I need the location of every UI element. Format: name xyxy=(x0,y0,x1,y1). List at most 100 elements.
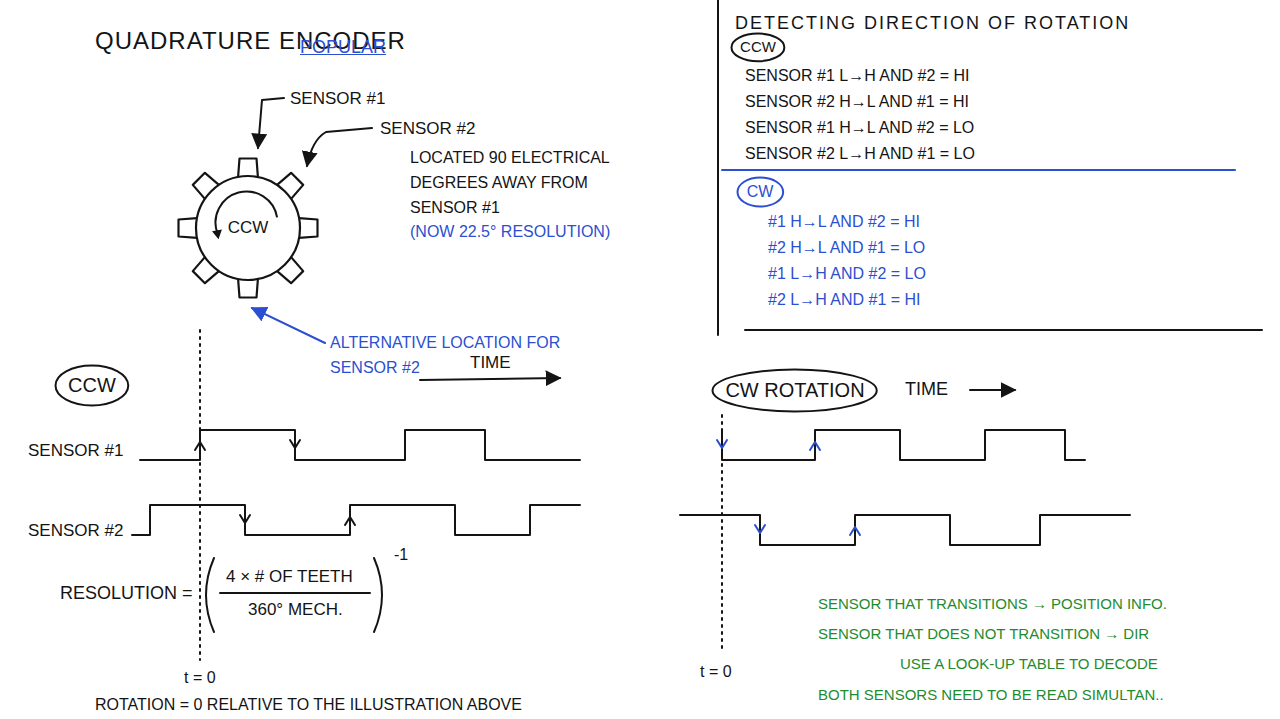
highlight-note: POPULAR xyxy=(300,36,386,59)
sensor-waveform xyxy=(140,430,580,460)
sensor-waveform xyxy=(132,505,580,535)
rule-text: #1 H→L AND #2 = HI xyxy=(768,212,920,232)
axis-label: TIME xyxy=(470,352,511,373)
text-holder: TIME xyxy=(905,378,948,401)
leader-line xyxy=(307,128,372,166)
node-text: CW xyxy=(747,182,774,202)
circle-outline xyxy=(732,33,785,61)
formula-text: RESOLUTION = xyxy=(60,582,193,605)
text-holder: #1 H→L AND #2 = HI xyxy=(768,212,920,232)
axis-label: TIME xyxy=(905,378,948,401)
gear-tooth xyxy=(299,218,318,238)
circled-label: CCW xyxy=(730,32,786,63)
sensor-label: SENSOR #1 xyxy=(290,88,385,109)
summary-note: BOTH SENSORS NEED TO BE READ SIMULTAN.. xyxy=(818,686,1164,705)
sensor-waveform xyxy=(680,515,1130,545)
sensor-label: SENSOR #2 xyxy=(380,118,475,139)
text-holder: #2 H→L AND #1 = LO xyxy=(768,238,925,258)
rule-text: SENSOR #2 H→L AND #1 = HI xyxy=(745,92,969,112)
rotation-arrowhead xyxy=(212,230,222,240)
text-holder: RESOLUTION = xyxy=(60,582,193,605)
text-holder: t = 0 xyxy=(700,662,732,682)
text-holder: t = 0 xyxy=(184,668,216,688)
text-holder: 360° MECH. xyxy=(248,599,343,620)
formula-text: 4 × # OF TEETH xyxy=(226,566,353,587)
leader-line xyxy=(258,98,284,148)
signal-label: SENSOR #2 xyxy=(28,520,123,541)
rule-text: SENSOR #1 L→H AND #2 = HI xyxy=(745,66,970,86)
leader-line xyxy=(252,308,325,343)
node-text: CCW xyxy=(740,38,776,57)
node-text: CW ROTATION xyxy=(725,378,864,403)
formula-bracket xyxy=(206,558,214,632)
section-heading: DETECTING DIRECTION OF ROTATION xyxy=(735,12,1130,35)
divider-line xyxy=(722,169,1235,171)
note-text: LOCATED 90 ELECTRICAL DEGREES AWAY FROM … xyxy=(410,145,650,220)
node-text: CCW xyxy=(228,217,269,238)
divider-line xyxy=(717,0,719,335)
text-holder: SENSOR #2 xyxy=(380,118,475,139)
text-holder: SENSOR #1 xyxy=(28,440,123,461)
summary-note: SENSOR THAT DOES NOT TRANSITION → DIR xyxy=(818,625,1149,644)
gear-tooth xyxy=(193,173,219,199)
rule-text: #2 L→H AND #1 = HI xyxy=(768,290,921,310)
time-zero-line xyxy=(199,330,201,660)
edge-mark xyxy=(717,440,727,448)
rule-text: SENSOR #2 L→H AND #1 = LO xyxy=(745,144,975,164)
gear-outline xyxy=(179,159,318,298)
gear-tooth xyxy=(277,257,303,283)
rule-text: #2 H→L AND #1 = LO xyxy=(768,238,925,258)
text-holder: SENSOR THAT DOES NOT TRANSITION → DIR xyxy=(818,625,1149,644)
edge-mark xyxy=(810,442,820,450)
text-holder: SENSOR #2 xyxy=(28,520,123,541)
circled-label: CW xyxy=(736,176,785,208)
gear-tooth xyxy=(277,173,303,199)
circled-label: CCW xyxy=(54,364,130,407)
summary-note: USE A LOOK-UP TABLE TO DECODE xyxy=(900,655,1158,674)
text-holder: (NOW 22.5° RESOLUTION) xyxy=(410,222,610,242)
note-text: (NOW 22.5° RESOLUTION) xyxy=(410,222,610,242)
gear-tooth xyxy=(238,159,258,178)
time-arrow xyxy=(970,389,1015,391)
text-holder: BOTH SENSORS NEED TO BE READ SIMULTAN.. xyxy=(818,686,1164,705)
text-holder: TIME xyxy=(470,352,511,373)
rule-text: #1 L→H AND #2 = LO xyxy=(768,264,926,284)
gear-body xyxy=(196,176,300,280)
edge-mark xyxy=(240,515,250,523)
time-marker: t = 0 xyxy=(700,662,732,682)
text-holder: SENSOR THAT TRANSITIONS → POSITION INFO. xyxy=(818,595,1167,614)
signal-label: SENSOR #1 xyxy=(28,440,123,461)
summary-note: SENSOR THAT TRANSITIONS → POSITION INFO. xyxy=(818,595,1167,614)
gear-tooth xyxy=(238,279,258,298)
text-holder: SENSOR #1 H→L AND #2 = LO xyxy=(745,118,974,138)
edge-mark xyxy=(345,517,355,525)
text-holder: LOCATED 90 ELECTRICAL DEGREES AWAY FROM … xyxy=(410,145,650,220)
gear-wheel: CCW xyxy=(168,148,328,308)
text-holder: USE A LOOK-UP TABLE TO DECODE xyxy=(900,655,1158,674)
edge-mark xyxy=(290,440,300,448)
edge-mark xyxy=(850,527,860,535)
text-holder: ROTATION = 0 RELATIVE TO THE ILLUSTRATIO… xyxy=(95,695,522,715)
text-holder: SENSOR #1 L→H AND #2 = HI xyxy=(745,66,970,86)
divider-line xyxy=(745,329,1262,331)
text-holder: -1 xyxy=(394,545,408,565)
formula-text: 360° MECH. xyxy=(248,599,343,620)
edge-mark xyxy=(755,525,765,533)
time-marker: t = 0 xyxy=(184,668,216,688)
text-holder: SENSOR #2 H→L AND #1 = HI xyxy=(745,92,969,112)
circled-label: CW ROTATION xyxy=(711,368,878,413)
formula-exponent: -1 xyxy=(394,545,408,565)
text-holder: 4 × # OF TEETH xyxy=(226,566,353,587)
edge-mark xyxy=(195,442,205,450)
gear-tooth xyxy=(179,218,198,238)
fraction-line xyxy=(220,592,370,594)
time-arrow xyxy=(420,378,560,380)
text-holder: #2 L→H AND #1 = HI xyxy=(768,290,921,310)
text-holder: DETECTING DIRECTION OF ROTATION xyxy=(735,12,1130,35)
node-text: CCW xyxy=(68,373,116,398)
text-holder: SENSOR #2 L→H AND #1 = LO xyxy=(745,144,975,164)
text-holder: #1 L→H AND #2 = LO xyxy=(768,264,926,284)
gear-tooth xyxy=(193,257,219,283)
circle-outline xyxy=(713,369,877,411)
